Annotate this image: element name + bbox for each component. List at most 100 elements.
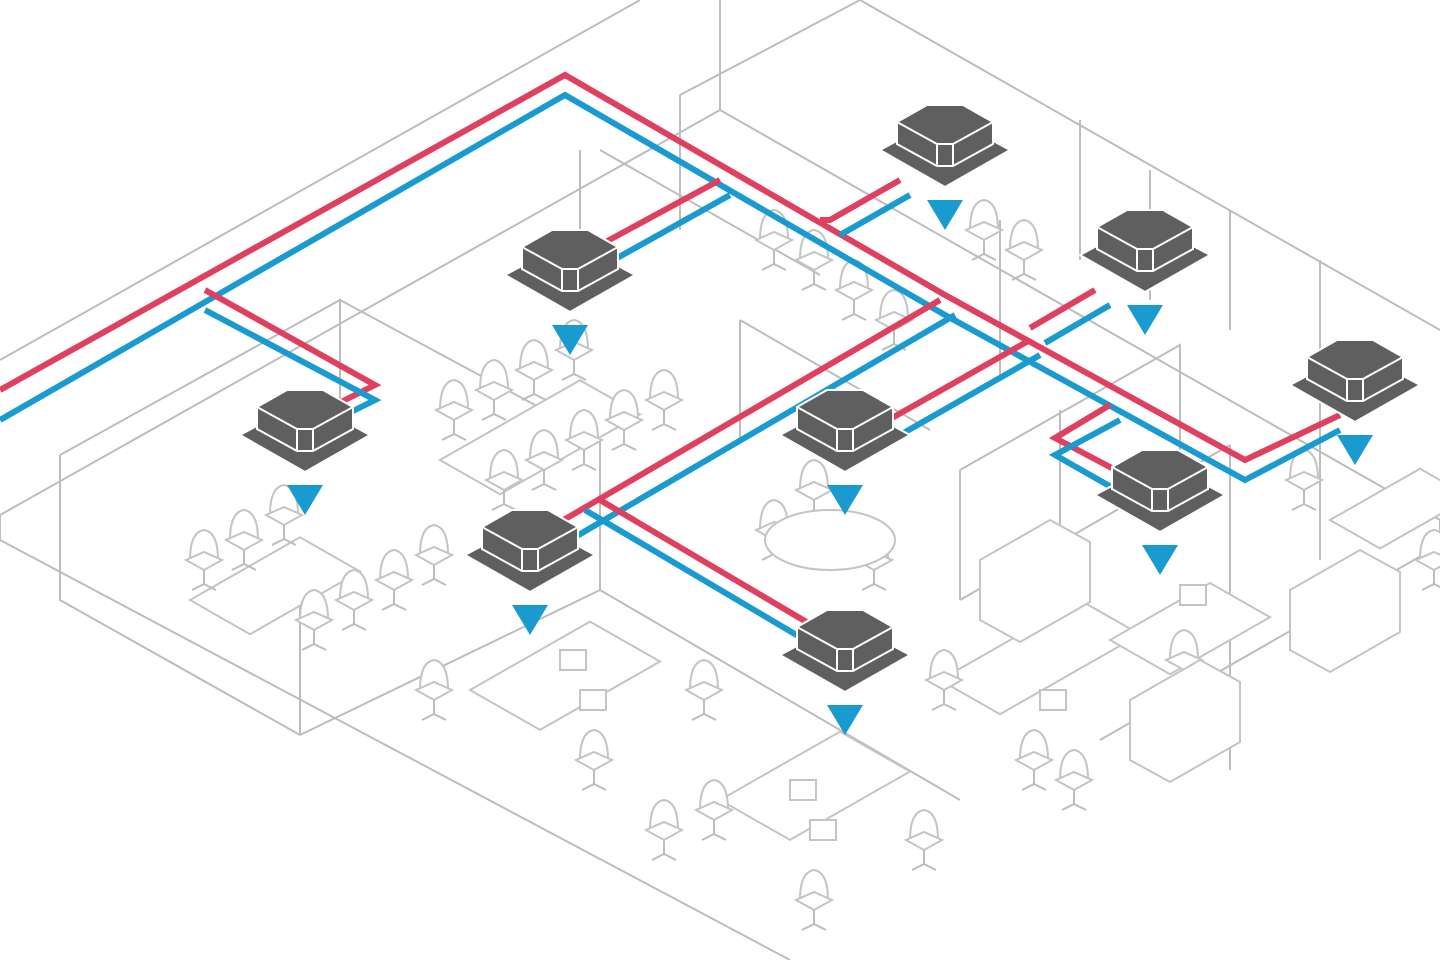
chair-seat: [903, 830, 945, 852]
chair-seat: [293, 610, 335, 632]
wall-line: [679, 0, 861, 96]
chair: [1413, 528, 1440, 591]
chair-seat: [963, 220, 1005, 242]
round-meeting-table: [764, 509, 896, 571]
chair-base: [911, 850, 937, 871]
chair: [643, 798, 685, 861]
chair-base: [491, 490, 517, 511]
chair: [903, 808, 945, 871]
pipes-layer: [0, 71, 1342, 643]
ceiling-cassette-unit: [777, 389, 913, 474]
cold-refrigerant-pipe: [583, 507, 807, 643]
chair-base: [191, 570, 217, 591]
chair-base: [1291, 490, 1317, 511]
chair: [693, 778, 735, 841]
chair-base: [1021, 770, 1047, 791]
chair-back: [688, 658, 720, 691]
chair-back: [798, 458, 830, 491]
chair-back: [418, 523, 450, 556]
unit-corner: [296, 429, 314, 451]
chair: [413, 523, 455, 586]
airflow-arrow-icon: [927, 200, 963, 230]
unit-edge: [521, 246, 619, 270]
computer-monitor: [1179, 584, 1207, 606]
hot-refrigerant-pipe: [883, 337, 1032, 425]
unit-corner: [561, 269, 579, 291]
chair-seat: [513, 360, 555, 382]
airflow-arrow-icon: [827, 485, 863, 515]
chair: [433, 378, 475, 441]
hot-refrigerant-pipe: [0, 71, 1342, 464]
chair-back: [188, 528, 220, 561]
ceiling-cassette-unit: [237, 389, 373, 474]
airflow-arrow-icon: [287, 485, 323, 515]
chair-back: [1058, 748, 1090, 781]
chair-seat: [1413, 550, 1440, 572]
cold-refrigerant-pipe: [0, 91, 1342, 484]
chair-seat: [923, 670, 965, 692]
chair-base: [651, 410, 677, 431]
ceiling-cassette-unit: [777, 609, 913, 694]
computer-monitor: [789, 779, 817, 801]
chair: [563, 408, 605, 471]
chair: [373, 548, 415, 611]
wall-line: [0, 0, 641, 361]
chair: [573, 728, 615, 791]
storage-cabinet: [1129, 658, 1241, 784]
chair-base: [611, 430, 637, 451]
hot-refrigerant-pipe: [203, 287, 382, 408]
chair: [833, 258, 875, 321]
computer-monitor: [579, 689, 607, 711]
chair-back: [798, 868, 830, 901]
cold-refrigerant-pipe: [203, 307, 382, 418]
storage-cabinet: [1289, 548, 1401, 674]
chair-seat: [793, 250, 835, 272]
chair-back: [268, 483, 300, 516]
chair: [1283, 448, 1325, 511]
chair: [223, 508, 265, 571]
chair-seat: [473, 380, 515, 402]
chair-seat: [1003, 240, 1045, 262]
desk: [467, 620, 663, 732]
hot-refrigerant-pipe: [820, 177, 902, 223]
chair-seat: [833, 280, 875, 302]
chair-base: [931, 690, 957, 711]
ceiling-cassette-unit: [1092, 449, 1228, 534]
chair-back: [608, 388, 640, 421]
chair-seat: [223, 530, 265, 552]
unit-edge: [1096, 226, 1194, 250]
desk: [1107, 581, 1273, 676]
chair-base: [271, 525, 297, 546]
chair-base: [701, 820, 727, 841]
chair-base: [561, 360, 587, 381]
chair-base: [341, 610, 367, 631]
chair-seat: [413, 545, 455, 567]
chair-base: [301, 630, 327, 651]
unit-edge: [256, 406, 354, 430]
chair-base: [441, 420, 467, 441]
computer-monitor: [559, 649, 587, 671]
chair: [293, 588, 335, 651]
computer-monitor: [809, 819, 837, 841]
chair: [513, 338, 555, 401]
chair-base: [861, 570, 887, 591]
airflow-arrow-icon: [1142, 545, 1178, 575]
chair: [963, 198, 1005, 261]
chair: [603, 388, 645, 451]
cold-refrigerant-pipe: [608, 192, 732, 265]
chair-back: [1018, 728, 1050, 761]
chair: [523, 428, 565, 491]
chair: [683, 658, 725, 721]
chair-base: [801, 270, 827, 291]
chair-base: [841, 300, 867, 321]
chair-base: [1421, 570, 1440, 591]
chair-back: [518, 338, 550, 371]
chair-seat: [643, 390, 685, 412]
airflow-arrow-icon: [552, 325, 588, 355]
chair-seat: [693, 800, 735, 822]
chair-back: [568, 408, 600, 441]
ceiling-cassette-unit: [502, 229, 638, 314]
unit-corner: [936, 144, 954, 166]
unit-edge: [896, 121, 994, 145]
chair-back: [648, 798, 680, 831]
